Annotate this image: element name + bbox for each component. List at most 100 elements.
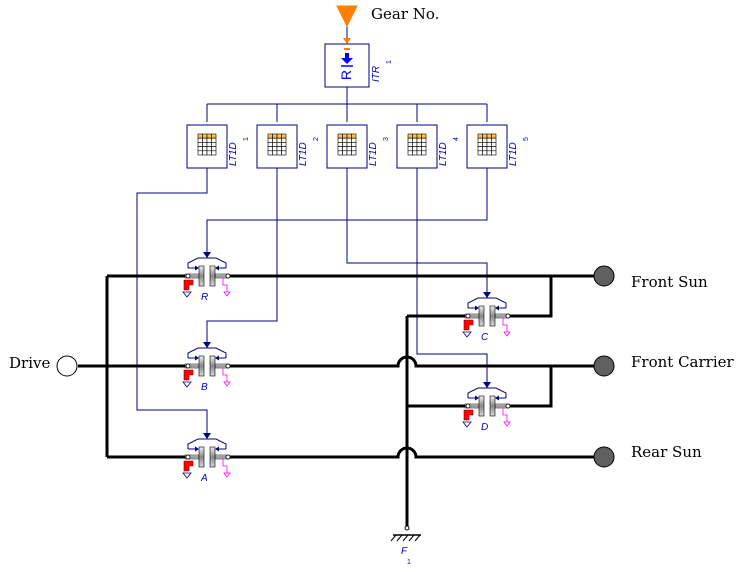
flange-left (185, 363, 191, 369)
clutch-a[interactable]: A (182, 433, 231, 484)
arrow-left-icon (495, 395, 499, 401)
output-arrow-icon (182, 472, 192, 479)
table-grid-icon (267, 133, 287, 156)
arrow-right-icon (475, 395, 479, 401)
lookup-table-2[interactable]: LT1D 2 (256, 124, 320, 169)
lookup-table-frame (186, 124, 228, 169)
flange-left (465, 403, 471, 409)
clutch-c[interactable]: C (462, 292, 511, 343)
ground-name: F (401, 546, 408, 557)
clutch-actuator-frame (187, 438, 227, 449)
arrow-left-icon (215, 355, 219, 361)
flange-left (465, 313, 471, 319)
flange-right (505, 313, 511, 319)
output-arrow-icon (182, 291, 192, 298)
signal-input-icon (483, 292, 491, 298)
arrow-right-icon (195, 265, 199, 271)
lookup-table-5[interactable]: LT1D 5 (466, 124, 530, 169)
lookup-table-index: 1 (243, 137, 250, 141)
clutch-label: C (481, 332, 489, 343)
signal-input-icon (203, 342, 211, 348)
sensor-wire (502, 408, 508, 422)
arrow-right-icon (195, 446, 199, 452)
clutches: R C B D A (182, 252, 511, 484)
force-actuator-icon (463, 319, 474, 331)
table-grid-icon (197, 133, 217, 156)
flange-right (225, 454, 231, 460)
signal-input-icon (203, 252, 211, 258)
clutch-plate-left (198, 265, 205, 287)
source-triangle-icon (336, 5, 358, 28)
rear-sun-port-icon (593, 446, 615, 468)
clutch-actuator-frame (187, 257, 227, 268)
front-carrier-port[interactable]: Front Carrier (593, 353, 735, 377)
itr-name: ITR (371, 66, 382, 82)
lookup-table-index: 2 (313, 137, 320, 141)
lookup-table-index: 5 (523, 137, 530, 141)
front-sun-label: Front Sun (631, 273, 708, 291)
clutch-plate-left (478, 305, 485, 327)
clutch-plate-right (209, 446, 216, 468)
arrow-left-icon (495, 305, 499, 311)
sensor-arrow-icon (223, 381, 231, 387)
flange-right (225, 273, 231, 279)
ground-block[interactable]: F 1 (390, 525, 421, 566)
clutch-label: A (200, 473, 208, 484)
rear-sun-port[interactable]: Rear Sun (593, 443, 702, 468)
sensor-wire (222, 368, 228, 382)
lookup-table-name: LT1D (298, 142, 309, 166)
clutch-d[interactable]: D (462, 382, 511, 433)
output-arrow-icon (462, 331, 472, 338)
drive-port-icon (56, 355, 78, 377)
arrow-left-icon (215, 446, 219, 452)
flange-right (225, 363, 231, 369)
front-sun-port-icon (593, 265, 615, 287)
ground-hatch (390, 534, 421, 542)
sensor-arrow-icon (223, 291, 231, 297)
clutch-plate-right (489, 305, 496, 327)
front-carrier-label: Front Carrier (631, 353, 735, 371)
ground-index: 1 (407, 559, 411, 566)
clutch-label: R (201, 292, 208, 303)
flange-left (185, 454, 191, 460)
clutch-plate-right (209, 265, 216, 287)
front-carrier-port-icon (593, 355, 615, 377)
clutch-plate-right (489, 395, 496, 417)
signal-input-icon (483, 382, 491, 388)
sensor-arrow-icon (223, 472, 231, 478)
gear-source[interactable]: Gear No. (336, 5, 439, 44)
force-actuator-icon (183, 460, 194, 472)
signal-input-icon (203, 433, 211, 439)
arrow-right-icon (475, 305, 479, 311)
flange-right (505, 403, 511, 409)
ground-flange (404, 525, 410, 531)
flange-left (185, 273, 191, 279)
arrow-right-icon (195, 355, 199, 361)
lookup-table-index: 4 (453, 137, 460, 141)
lookup-table-name: LT1D (508, 142, 519, 166)
itr-symbol: R (338, 70, 354, 80)
table-grid-icon (407, 133, 427, 156)
table-grid-icon (477, 133, 497, 156)
itr-block[interactable]: R ITR 1 (324, 43, 393, 88)
arrow-down-icon (343, 38, 351, 44)
drive-port[interactable]: Drive (9, 354, 78, 377)
lookup-table-4[interactable]: LT1D 4 (396, 124, 460, 169)
clutch-r[interactable]: R (182, 252, 231, 303)
table-grid-icon (337, 133, 357, 156)
front-sun-port[interactable]: Front Sun (593, 265, 708, 291)
arrow-left-icon (215, 265, 219, 271)
lookup-table-name: LT1D (438, 142, 449, 166)
clutch-b[interactable]: B (182, 342, 231, 393)
clutch-plate-right (209, 355, 216, 377)
lookup-table-name: LT1D (368, 142, 379, 166)
clutch-plate-left (478, 395, 485, 417)
clutch-plate-left (198, 355, 205, 377)
gear-label: Gear No. (371, 5, 439, 23)
sensor-arrow-icon (503, 421, 511, 427)
